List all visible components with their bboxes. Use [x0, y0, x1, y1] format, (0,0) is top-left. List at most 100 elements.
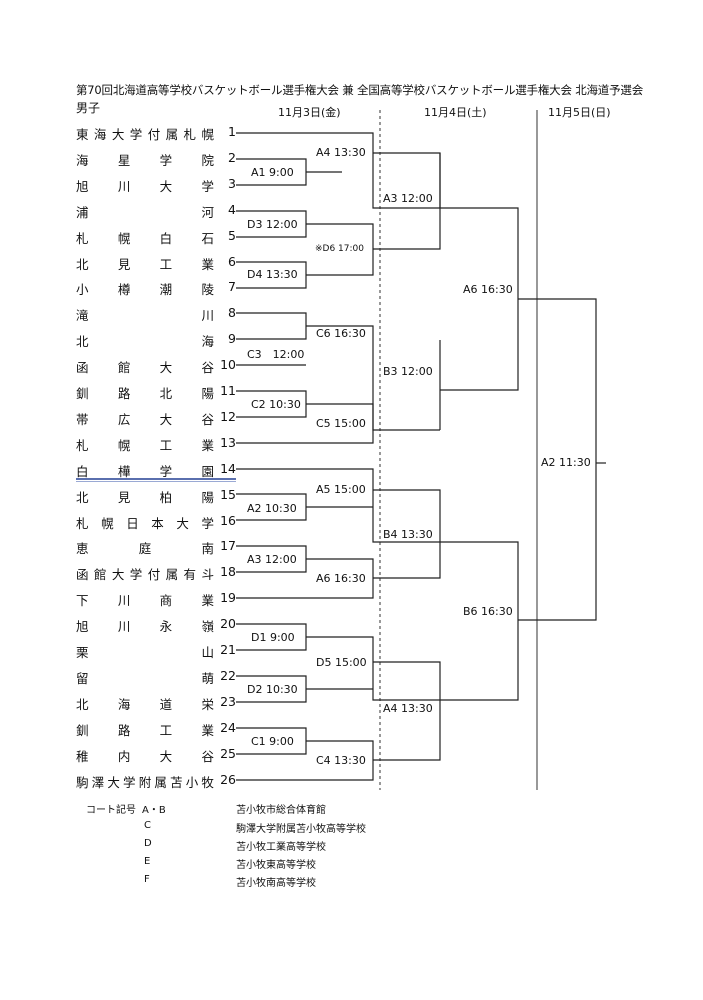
team-seed-number: 22	[220, 667, 236, 683]
team-name: 北海	[76, 334, 214, 350]
team-row: 栗山 21	[76, 642, 236, 660]
team-name: 旭川永嶺	[76, 619, 214, 635]
legend-code: A・B	[142, 805, 166, 816]
team-row: 東海大学付属札幌 1	[76, 124, 236, 142]
game-label: C2 10:30	[250, 398, 302, 411]
team-seed-number: 14	[220, 460, 236, 476]
game-label: A4 13:30	[382, 702, 434, 715]
team-name: 北海道栄	[76, 696, 214, 712]
game-label: ※D6 17:00	[314, 244, 365, 254]
game-label: A3 12:00	[382, 192, 434, 205]
team-seed-number: 19	[220, 590, 236, 606]
team-seed-number: 8	[228, 305, 236, 321]
team-name: 下川商業	[76, 593, 214, 609]
team-name: 海星学院	[76, 152, 214, 168]
legend-code: D	[144, 838, 152, 849]
team-name: 釧路工業	[76, 722, 214, 738]
team-row: 北見工業 6	[76, 254, 236, 272]
team-seed-number: 21	[220, 642, 236, 657]
game-label: A4 13:30	[315, 146, 367, 159]
team-seed-number: 18	[220, 564, 236, 580]
team-seed-number: 25	[220, 745, 236, 761]
team-seed-number: 23	[220, 693, 236, 709]
team-name: 留萌	[76, 670, 214, 686]
legend-venue: 駒澤大学附属苫小牧高等学校	[236, 824, 366, 835]
team-seed-number: 5	[228, 227, 236, 243]
team-seed-number: 6	[228, 253, 236, 269]
team-row: 北海道栄 23	[76, 694, 236, 712]
day-label-1: 11月3日(金)	[278, 106, 341, 119]
legend-code: F	[144, 874, 150, 885]
team-seed-number: 26	[220, 771, 236, 787]
game-label: A3 12:00	[246, 553, 298, 566]
team-seed-number: 9	[228, 331, 236, 347]
game-label: D2 10:30	[246, 683, 299, 696]
legend-venue: 苫小牧東高等学校	[236, 860, 316, 871]
highlight-underline	[76, 478, 236, 480]
team-name: 函館大谷	[76, 360, 214, 376]
team-seed-number: 2	[228, 149, 236, 165]
team-row: 函館大学付属有斗 18	[76, 564, 236, 582]
team-name: 栗山	[76, 645, 214, 660]
team-row: 帯広大谷 12	[76, 409, 236, 427]
team-name: 白樺学園	[76, 463, 214, 479]
game-label: C6 16:30	[315, 327, 367, 340]
team-seed-number: 15	[220, 486, 236, 502]
game-label: B3 12:00	[382, 365, 434, 378]
game-label: D4 13:30	[246, 268, 299, 281]
legend-heading: コート記号	[86, 805, 136, 816]
team-row: 海星学院 2	[76, 150, 236, 168]
game-label: A1 9:00	[250, 166, 295, 179]
team-row: 札幌白石 5	[76, 228, 236, 246]
day-label-2: 11月4日(土)	[424, 106, 487, 119]
team-row: 函館大谷 10	[76, 357, 236, 375]
game-label: A6 16:30	[315, 572, 367, 585]
team-row: 浦河 4	[76, 202, 236, 220]
team-seed-number: 4	[228, 201, 236, 217]
legend-venue: 苫小牧南高等学校	[236, 878, 316, 889]
team-seed-number: 12	[220, 408, 236, 424]
game-label: A2 10:30	[246, 502, 298, 515]
legend-venue: 苫小牧工業高等学校	[236, 842, 326, 853]
game-label: D3 12:00	[246, 218, 299, 231]
team-seed-number: 10	[220, 357, 236, 373]
team-seed-number: 17	[220, 538, 236, 554]
game-label: B4 13:30	[382, 528, 434, 541]
team-row: 下川商業 19	[76, 590, 236, 608]
team-name: 浦河	[76, 204, 214, 220]
game-label: D1 9:00	[250, 631, 296, 644]
team-seed-number: 24	[220, 719, 236, 735]
game-label: A6 16:30	[462, 283, 514, 296]
team-seed-number: 1	[228, 124, 236, 139]
game-label: C1 9:00	[250, 735, 295, 748]
team-name: 札幌白石	[76, 230, 214, 246]
team-name: 函館大学付属有斗	[76, 567, 214, 583]
team-name: 北見工業	[76, 256, 214, 272]
highlight-underline	[76, 481, 236, 482]
team-row: 釧路工業 24	[76, 720, 236, 738]
team-name: 東海大学付属札幌	[76, 127, 214, 142]
team-name: 小樽潮陵	[76, 282, 214, 298]
team-name: 帯広大谷	[76, 411, 214, 427]
game-label: A5 15:00	[315, 483, 367, 496]
team-seed-number: 16	[220, 512, 236, 528]
legend-code: C	[144, 820, 151, 831]
team-row: 留萌 22	[76, 668, 236, 686]
page-title: 第70回北海道高等学校バスケットボール選手権大会 兼 全国高等学校バスケットボー…	[76, 83, 643, 97]
team-row: 北海 9	[76, 331, 236, 349]
team-name: 釧路北陽	[76, 386, 214, 401]
team-name: 札幌工業	[76, 437, 214, 453]
day-label-3: 11月5日(日)	[548, 106, 611, 119]
